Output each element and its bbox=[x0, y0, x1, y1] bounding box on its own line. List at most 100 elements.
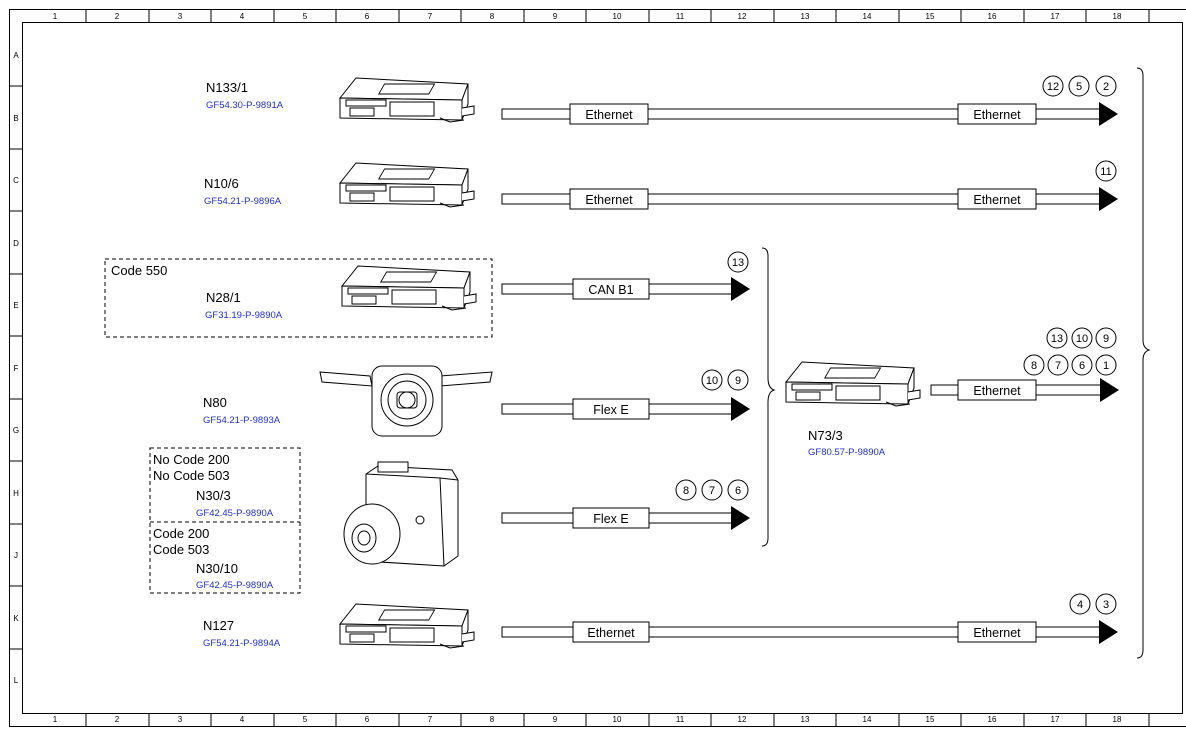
ruler-col: 17 bbox=[1051, 12, 1060, 21]
ruler-col: 1 bbox=[53, 715, 58, 724]
component-ref-n133-1[interactable]: GF54.30-P-9891A bbox=[206, 100, 284, 111]
component-name-n10-6: N10/6 bbox=[204, 176, 239, 191]
ruler-col: 15 bbox=[926, 12, 935, 21]
marker-label: 10 bbox=[1076, 333, 1088, 345]
ruler-col: 2 bbox=[115, 12, 120, 21]
marker-label: 9 bbox=[1103, 333, 1109, 345]
component-ref-n127[interactable]: GF54.21-P-9894A bbox=[203, 638, 281, 649]
marker-label: 6 bbox=[735, 485, 741, 497]
control-unit-icon bbox=[341, 265, 477, 311]
component-ref-n30-10[interactable]: GF42.45-P-9890A bbox=[196, 580, 274, 591]
ruler-col: 14 bbox=[863, 12, 872, 21]
code-550-box bbox=[104, 258, 493, 338]
ruler-col: 8 bbox=[490, 12, 495, 21]
component-ref-n73-3[interactable]: GF80.57-P-9890A bbox=[808, 447, 886, 458]
ruler-row: C bbox=[13, 176, 19, 185]
ruler-col: 7 bbox=[428, 715, 433, 724]
ruler-columns-bottom: 1 2 3 4 5 6 7 8 9 10 11 12 13 14 15 16 1… bbox=[53, 715, 1122, 724]
ruler-col: 8 bbox=[490, 715, 495, 724]
bus-label-ethernet: Ethernet bbox=[973, 626, 1021, 640]
code-503-label: Code 503 bbox=[153, 542, 209, 557]
frame-inner bbox=[22, 22, 1183, 714]
bus-label-flex-e: Flex E bbox=[593, 512, 628, 526]
ruler-col: 13 bbox=[801, 12, 810, 21]
ruler-col: 2 bbox=[115, 715, 120, 724]
ruler-rows: A B C D E F G H J K L bbox=[13, 51, 19, 685]
ruler-col: 7 bbox=[428, 12, 433, 21]
bus-label-flex-e: Flex E bbox=[593, 403, 628, 417]
marker-label: 2 bbox=[1103, 81, 1109, 93]
ruler-col: 18 bbox=[1113, 715, 1122, 724]
ruler-col: 11 bbox=[676, 12, 685, 21]
marker-label: 9 bbox=[735, 375, 741, 387]
ruler-row: J bbox=[14, 551, 18, 560]
component-ref-n10-6[interactable]: GF54.21-P-9896A bbox=[204, 196, 282, 207]
marker-label: 13 bbox=[732, 257, 744, 269]
ruler-col: 3 bbox=[178, 715, 183, 724]
marker-label: 7 bbox=[709, 485, 715, 497]
ruler-row: K bbox=[13, 614, 19, 623]
component-ref-n28-1[interactable]: GF31.19-P-9890A bbox=[205, 310, 283, 321]
bus-label-can-b1: CAN B1 bbox=[588, 283, 633, 297]
ruler-col: 4 bbox=[240, 12, 245, 21]
ruler-col: 11 bbox=[676, 715, 685, 724]
marker-label: 8 bbox=[683, 485, 689, 497]
code-200-label: Code 200 bbox=[153, 526, 209, 541]
ruler-row: F bbox=[14, 364, 19, 373]
marker-label: 3 bbox=[1103, 599, 1109, 611]
ruler-row: L bbox=[14, 676, 19, 685]
brace-right-group bbox=[1136, 67, 1151, 659]
marker-label: 11 bbox=[1100, 166, 1111, 178]
component-name-n30-3: N30/3 bbox=[196, 488, 231, 503]
marker-label: 10 bbox=[706, 375, 718, 387]
ruler-col: 13 bbox=[801, 715, 810, 724]
ruler-col: 5 bbox=[303, 12, 308, 21]
bus-label-ethernet: Ethernet bbox=[585, 108, 633, 122]
ruler-row: A bbox=[13, 51, 19, 60]
ruler-row: E bbox=[13, 301, 18, 310]
marker-label: 6 bbox=[1079, 360, 1085, 372]
marker-label: 7 bbox=[1055, 360, 1061, 372]
ruler-row: D bbox=[13, 239, 19, 248]
component-name-n30-10: N30/10 bbox=[196, 561, 238, 576]
ruler-col: 12 bbox=[738, 12, 747, 21]
component-name-n127: N127 bbox=[203, 618, 234, 633]
ruler-col: 6 bbox=[365, 12, 370, 21]
marker-circles bbox=[675, 75, 1117, 615]
marker-label: 8 bbox=[1031, 360, 1037, 372]
component-ref-n30-3[interactable]: GF42.45-P-9890A bbox=[196, 508, 274, 519]
ruler-col: 17 bbox=[1051, 715, 1060, 724]
ruler-col: 15 bbox=[926, 715, 935, 724]
component-name-n73-3: N73/3 bbox=[808, 428, 843, 443]
ruler-col: 5 bbox=[303, 715, 308, 724]
ruler-col: 12 bbox=[738, 715, 747, 724]
ruler-col: 3 bbox=[178, 12, 183, 21]
ruler-col: 10 bbox=[613, 715, 622, 724]
ruler-col: 14 bbox=[863, 715, 872, 724]
brace-left-group bbox=[761, 247, 776, 547]
arrow-heads bbox=[731, 102, 1119, 644]
steering-column-module-icon bbox=[319, 365, 493, 437]
marker-label: 4 bbox=[1077, 599, 1083, 611]
control-unit-icon bbox=[339, 162, 475, 208]
ruler-col: 1 bbox=[53, 12, 58, 21]
code-550-label: Code 550 bbox=[111, 263, 167, 278]
control-unit-icon bbox=[785, 361, 921, 407]
control-unit-icon bbox=[339, 77, 475, 123]
component-name-n133-1: N133/1 bbox=[206, 80, 248, 95]
ruler-col: 6 bbox=[365, 715, 370, 724]
component-name-n80: N80 bbox=[203, 395, 227, 410]
control-unit-icon bbox=[339, 603, 475, 649]
ruler-col: 9 bbox=[553, 715, 558, 724]
bus-label-boxes bbox=[569, 103, 1037, 643]
bus-label-ethernet: Ethernet bbox=[973, 108, 1021, 122]
no-code-503-label: No Code 503 bbox=[153, 468, 230, 483]
ruler-col: 16 bbox=[988, 715, 997, 724]
ruler-col: 4 bbox=[240, 715, 245, 724]
ruler-ticks bbox=[10, 10, 1150, 726]
marker-label: 5 bbox=[1076, 81, 1082, 93]
component-ref-n80[interactable]: GF54.21-P-9893A bbox=[203, 415, 281, 426]
abs-unit-icon bbox=[343, 461, 459, 567]
ruler-col: 10 bbox=[613, 12, 622, 21]
